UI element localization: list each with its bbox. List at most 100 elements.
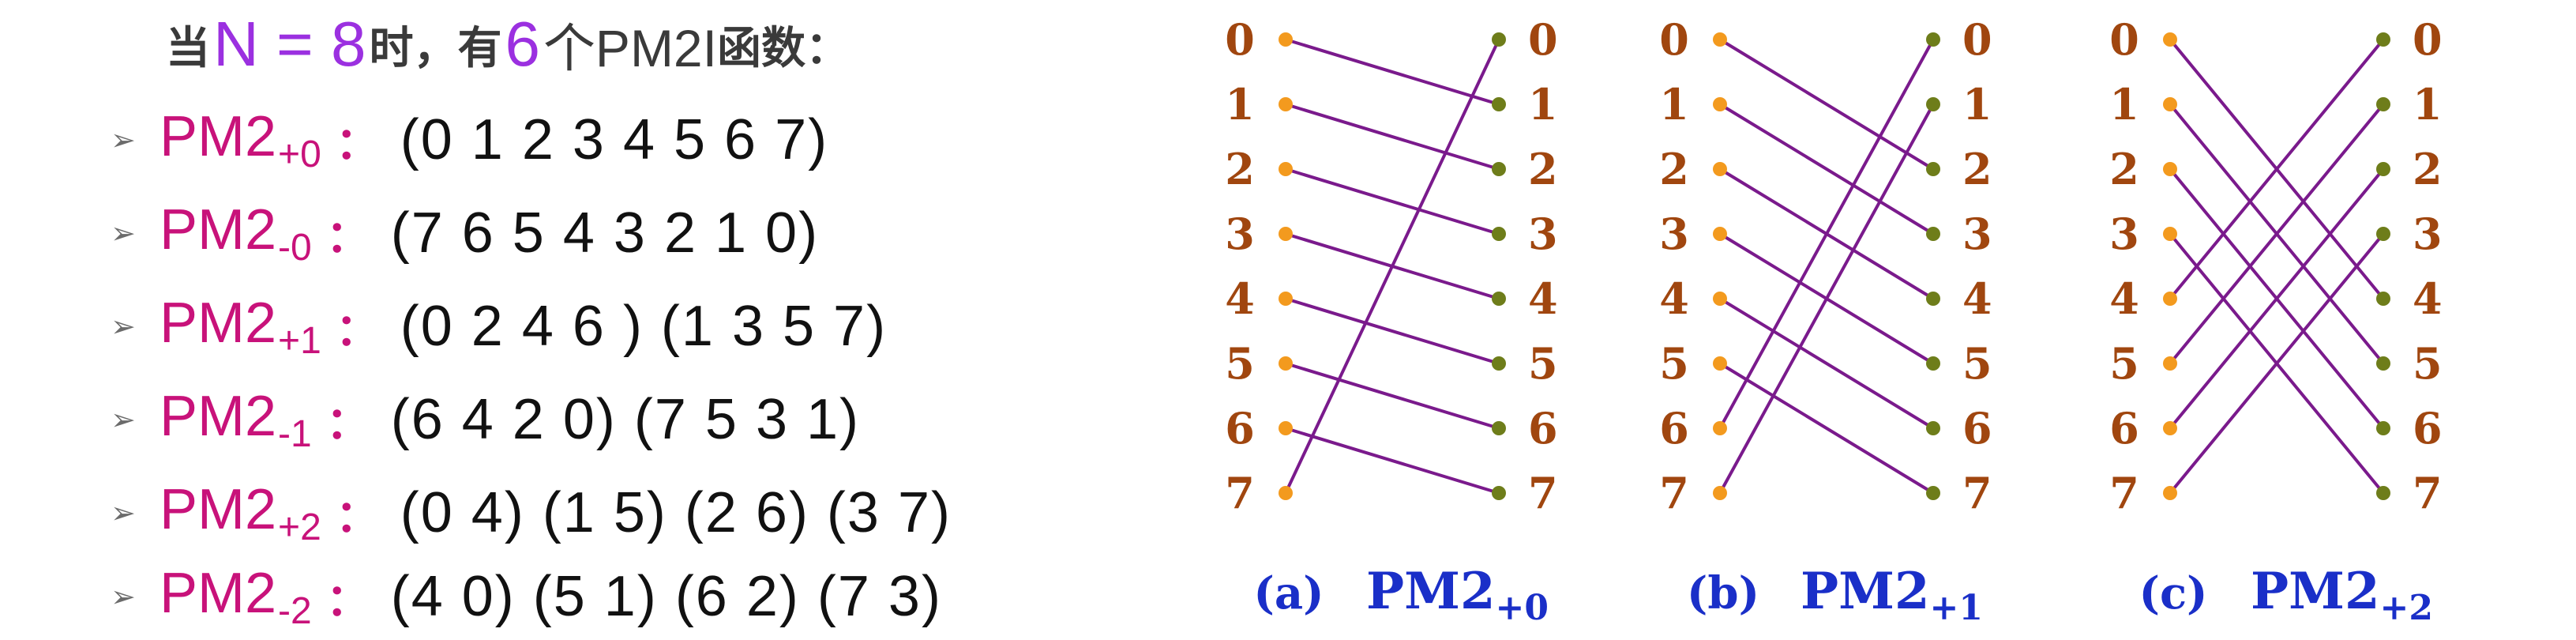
diagram-caption-name: PM2+2	[2251, 562, 2433, 628]
input-node-dot	[1713, 32, 1727, 47]
connection-line	[2169, 38, 2385, 300]
function-colon: ：	[335, 118, 380, 170]
input-node-dot	[2163, 162, 2177, 176]
input-node-label: 5	[2109, 338, 2139, 389]
output-node-label: 3	[2413, 209, 2443, 259]
output-node-label: 4	[1528, 273, 1558, 324]
input-node-label: 5	[1659, 338, 1689, 389]
title-suffix: 函数：	[716, 21, 850, 74]
function-item: ➢ PM2-0 ： (7 6 5 4 3 2 1 0)	[111, 190, 819, 277]
output-node-dot	[1926, 486, 1940, 500]
input-node-label: 4	[1659, 273, 1689, 324]
output-node-label: 0	[2413, 14, 2443, 65]
input-node-dot	[2163, 356, 2177, 371]
output-node-dot	[2376, 356, 2390, 371]
function-permutation: (6 4 2 0) (7 5 3 1)	[390, 388, 861, 451]
diagram-caption-subscript: +1	[1930, 588, 1983, 628]
function-colon: ：	[325, 397, 370, 450]
function-name: PM2-0	[160, 198, 312, 269]
output-node-label: 1	[2413, 79, 2443, 130]
input-node-dot	[1279, 356, 1293, 371]
function-permutation: (4 0) (5 1) (6 2) (7 3)	[390, 565, 942, 628]
output-node-label: 7	[1528, 468, 1558, 518]
output-node-label: 0	[1962, 14, 1992, 65]
input-node-label: 3	[1659, 209, 1689, 259]
arrow-bullet-icon: ➢	[111, 122, 136, 157]
output-node-dot	[1492, 486, 1506, 500]
input-node-dot	[1279, 162, 1293, 176]
input-node-dot	[1713, 292, 1727, 306]
input-node-dot	[1279, 32, 1293, 47]
input-node-label: 7	[1659, 468, 1689, 518]
output-node-label: 0	[1528, 14, 1558, 65]
arrow-bullet-icon: ➢	[111, 579, 136, 614]
connection-line	[1284, 103, 1500, 171]
connection-line	[1284, 297, 1500, 365]
input-node-label: 2	[1225, 144, 1255, 194]
function-item: ➢ PM2-1 ： (6 4 2 0) (7 5 3 1)	[111, 376, 860, 463]
input-node-label: 0	[1225, 14, 1255, 65]
input-node-dot	[1713, 227, 1727, 241]
input-node-label: 0	[2109, 14, 2139, 65]
connection-line	[1284, 38, 1500, 106]
arrow-bullet-icon: ➢	[111, 495, 136, 530]
input-node-label: 4	[1225, 273, 1255, 324]
output-node-label: 5	[2413, 338, 2443, 389]
input-node-dot	[2163, 32, 2177, 47]
input-node-label: 2	[2109, 144, 2139, 194]
output-node-dot	[2376, 486, 2390, 500]
diagram-caption-subscript: +0	[1496, 588, 1549, 628]
input-node-label: 5	[1225, 338, 1255, 389]
input-node-label: 0	[1659, 14, 1689, 65]
input-node-dot	[1713, 97, 1727, 111]
connection-line	[1284, 362, 1500, 430]
connection-line	[2169, 168, 2385, 430]
output-node-dot	[1492, 97, 1506, 111]
connection-line	[1718, 103, 1935, 235]
connection-line	[1284, 38, 1500, 495]
function-permutation: (0 1 2 3 4 5 6 7)	[400, 108, 829, 171]
connection-line	[2169, 103, 2385, 365]
output-node-label: 6	[2413, 403, 2443, 454]
input-node-label: 2	[1659, 144, 1689, 194]
connection-line	[1718, 103, 1935, 495]
output-node-label: 6	[1962, 403, 1992, 454]
input-node-label: 6	[1659, 403, 1689, 454]
output-node-label: 1	[1528, 79, 1558, 130]
output-node-dot	[1926, 97, 1940, 111]
connection-line	[1284, 168, 1500, 235]
connection-line	[1284, 427, 1500, 495]
input-node-dot	[2163, 97, 2177, 111]
function-colon: ：	[325, 574, 370, 627]
function-permutation: (0 2 4 6 ) (1 3 5 7)	[400, 295, 888, 358]
output-node-dot	[1926, 162, 1940, 176]
function-item: ➢ PM2+0 ： (0 1 2 3 4 5 6 7)	[111, 96, 828, 183]
input-node-dot	[1279, 97, 1293, 111]
function-colon: ：	[325, 211, 370, 263]
output-node-label: 5	[1528, 338, 1558, 389]
output-node-dot	[1926, 32, 1940, 47]
function-colon: ：	[335, 304, 380, 356]
function-name: PM2+0	[160, 104, 321, 175]
arrow-bullet-icon: ➢	[111, 309, 136, 344]
input-node-dot	[1713, 162, 1727, 176]
diagram-caption-letter: (b)	[1687, 567, 1759, 619]
output-node-label: 5	[1962, 338, 1992, 389]
output-node-dot	[2376, 162, 2390, 176]
input-node-dot	[1279, 292, 1293, 306]
input-node-label: 1	[1659, 79, 1689, 130]
input-node-dot	[1279, 486, 1293, 500]
output-node-dot	[1492, 32, 1506, 47]
title-count: 6	[505, 9, 540, 79]
input-node-label: 1	[2109, 79, 2139, 130]
output-node-dot	[2376, 97, 2390, 111]
diagram-caption-letter: (a)	[1253, 567, 1324, 619]
title-n-expression: N = 8	[213, 9, 366, 79]
output-node-label: 2	[1962, 144, 1992, 194]
diagram-caption-name: PM2+1	[1801, 562, 1983, 628]
output-node-label: 4	[1962, 273, 1992, 324]
input-node-label: 3	[1225, 209, 1255, 259]
input-node-dot	[2163, 421, 2177, 435]
output-node-label: 7	[1962, 468, 1992, 518]
